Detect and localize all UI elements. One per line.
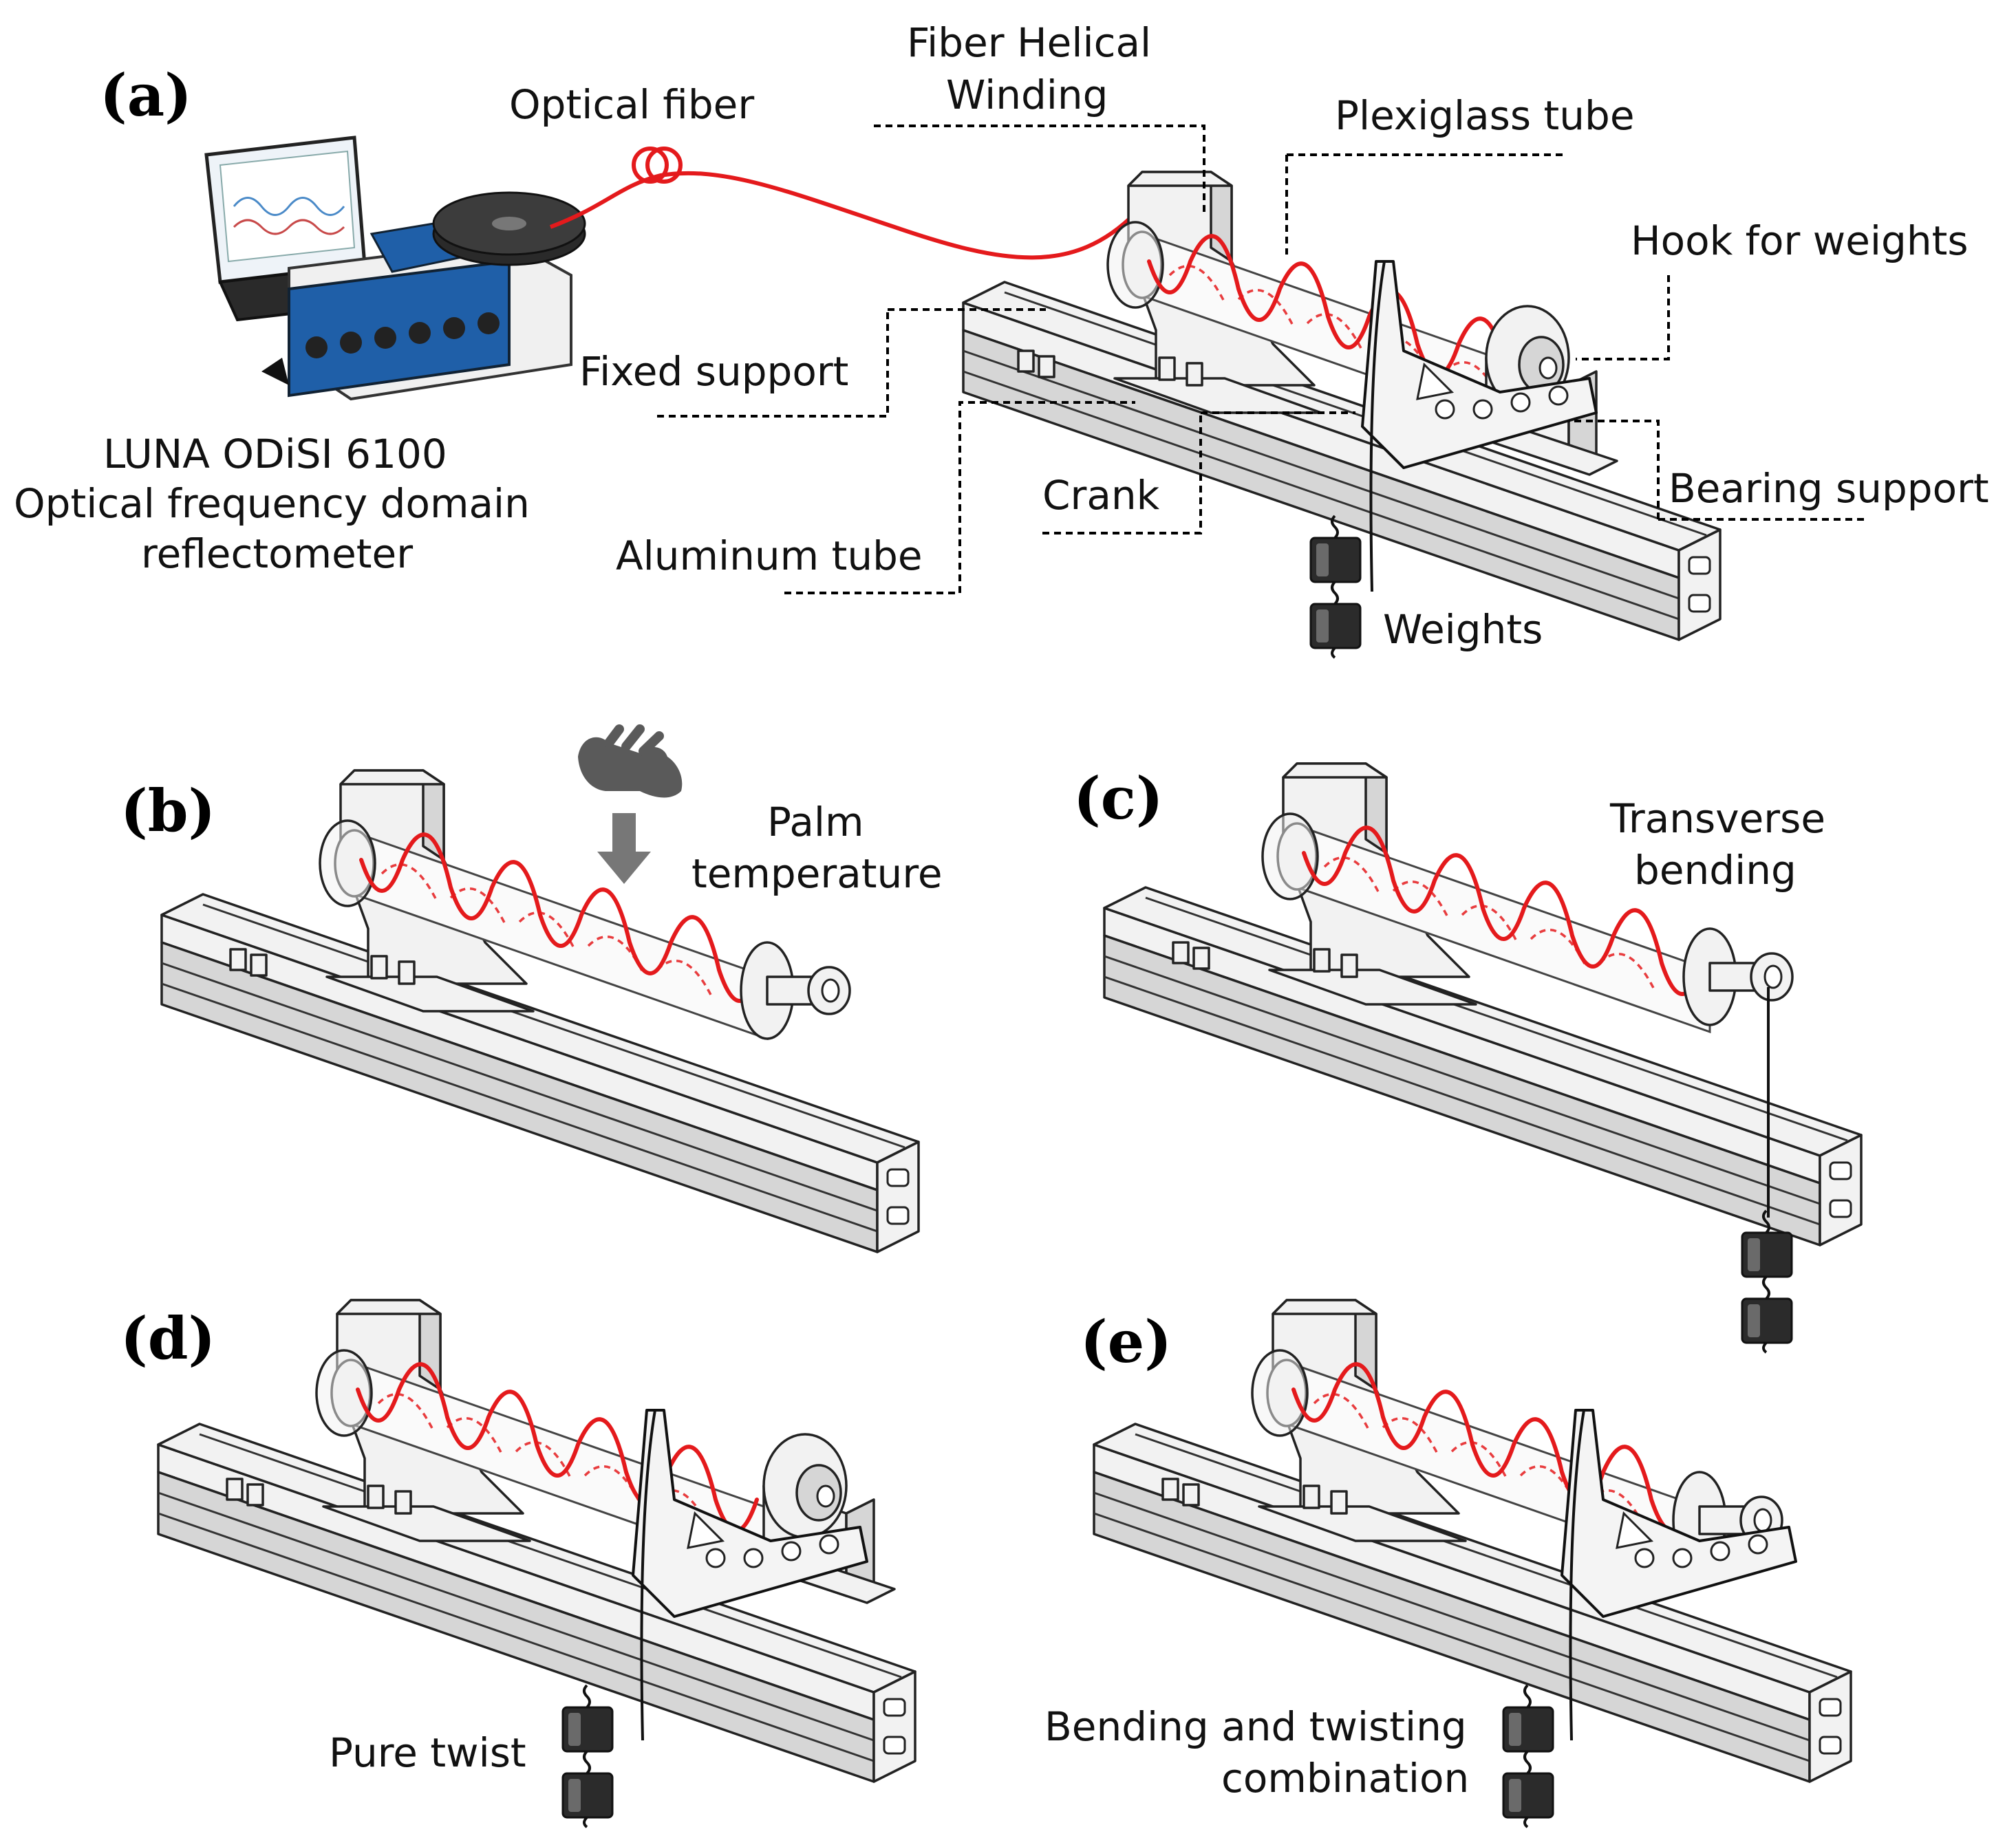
panel-b: (b) Palm temperature xyxy=(120,724,943,1253)
weights-c xyxy=(1741,1209,1793,1354)
hand-icon xyxy=(578,724,683,798)
weights-e xyxy=(1502,1684,1554,1828)
weights-d xyxy=(561,1684,614,1828)
label-crank: Crank xyxy=(1042,472,1160,519)
label-weights: Weights xyxy=(1383,606,1543,653)
label-transverse: Transverse xyxy=(1609,795,1825,842)
fiber-coil-icon xyxy=(632,147,683,184)
panel-c: (c) Transverse bending xyxy=(1073,762,1863,1354)
panel-a-letter: (a) xyxy=(100,61,192,129)
panel-a: (a) xyxy=(14,19,1989,659)
panel-e: (e) Bending and twisting combination xyxy=(1044,1299,1852,1828)
label-plexiglass-tube: Plexiglass tube xyxy=(1335,92,1635,139)
panel-e-letter: (e) xyxy=(1080,1308,1172,1376)
label-bending-twisting-line1: Bending and twisting xyxy=(1044,1703,1467,1750)
label-bending-twisting-line2: combination xyxy=(1221,1755,1469,1802)
label-bending: bending xyxy=(1634,847,1797,894)
leader-lines-a xyxy=(657,125,1868,594)
weights-a xyxy=(1309,515,1362,659)
label-aluminum-tube: Aluminum tube xyxy=(616,532,923,579)
label-palm: Palm xyxy=(767,799,864,845)
optical-fiber-line xyxy=(549,171,1137,260)
label-device-line3: reflectometer xyxy=(141,530,413,577)
label-device-line2: Optical frequency domain xyxy=(14,480,530,527)
label-fixed-support: Fixed support xyxy=(579,348,848,395)
fiber-spool-icon xyxy=(432,191,586,266)
panel-d-letter: (d) xyxy=(120,1304,215,1372)
interrogator-device-icon xyxy=(261,219,572,401)
panel-b-letter: (b) xyxy=(120,777,215,845)
label-bearing-support: Bearing support xyxy=(1669,465,1989,512)
label-pure-twist: Pure twist xyxy=(329,1729,526,1776)
panel-d: (d) Pure twist xyxy=(120,1299,916,1828)
label-device-line1: LUNA ODiSI 6100 xyxy=(103,431,447,477)
label-temperature: temperature xyxy=(691,850,943,897)
label-hook-for-weights: Hook for weights xyxy=(1631,217,1969,264)
panel-c-letter: (c) xyxy=(1073,764,1164,832)
rig-d xyxy=(157,1299,916,1783)
arrow-down-icon xyxy=(597,813,651,884)
label-fiber-helical-line2: Winding xyxy=(946,72,1108,118)
label-fiber-helical-line1: Fiber Helical xyxy=(907,19,1151,66)
label-optical-fiber: Optical fiber xyxy=(509,81,754,128)
